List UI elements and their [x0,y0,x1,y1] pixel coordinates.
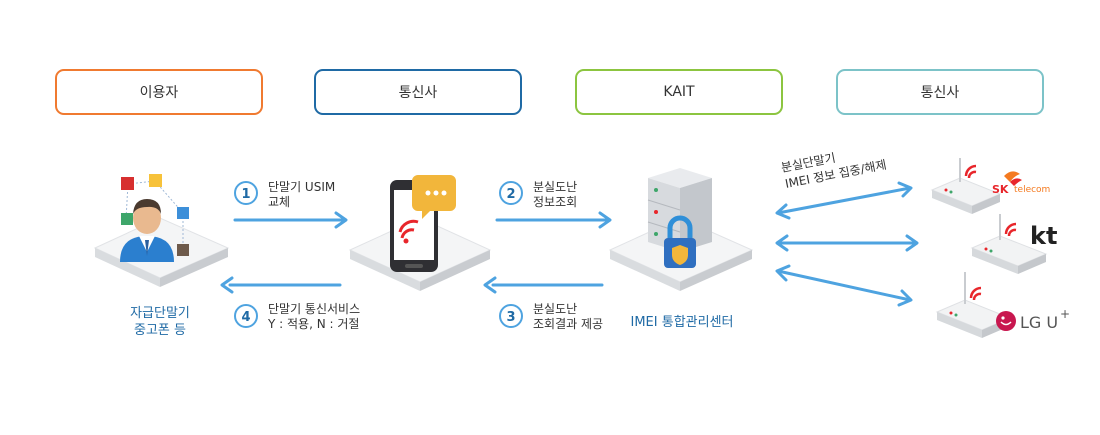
step-2-number: 2 [506,187,515,202]
arrow-step-3 [483,276,604,294]
arrow-step-4 [220,276,342,294]
arrow-step-1 [233,211,348,229]
step-badge-4: 4 [234,304,258,328]
step-4-line2: Y : 적용, N : 거절 [267,317,359,331]
step-2-line1: 분실도난 [533,180,577,194]
header-kait: KAIT [575,69,783,115]
step-3-line2: 조회결과 제공 [533,317,603,331]
header-user-label: 이용자 [139,85,179,101]
header-kait-label: KAIT [663,84,695,100]
arrow-center-kt [775,234,919,252]
step-2-line2: 정보조회 [533,195,577,209]
step-badge-1: 1 [234,181,258,205]
sk-telecom-logo: SK telecom [992,171,1050,196]
header-carrier-1: 통신사 [314,69,522,115]
kt-logo: kt [1030,222,1057,250]
step-badge-3: 3 [499,304,523,328]
header-user: 이용자 [55,69,263,115]
arrow-step-2 [495,211,612,229]
chat-bubble-icon [412,175,456,219]
step-1-number: 1 [241,187,250,202]
lock-icon [664,215,696,268]
step-1-line2: 교체 [268,195,290,209]
step-4-line1: 단말기 통신서비스 [268,302,360,316]
step-3-line1: 분실도난 [533,302,577,316]
header-carrier-2-label: 통신사 [920,85,960,101]
user-caption-2: 중고폰 등 [134,323,186,338]
router-sk [930,158,1002,214]
header-carrier-2: 통신사 [836,69,1044,115]
step-4-number: 4 [241,310,250,325]
user-caption-1: 자급단말기 [130,306,190,321]
header-carrier-1-label: 통신사 [398,85,438,101]
person-icon [120,199,174,262]
sk-logo-text: SK [992,183,1009,196]
arrow-center-lg [775,264,913,307]
lg-plus-text: + [1060,307,1070,321]
cube-icons [121,174,189,256]
step-3-number: 3 [506,310,515,325]
sk-telecom-text: telecom [1014,185,1050,195]
step-badge-2: 2 [499,181,523,205]
lg-uplus-logo: LG U + [996,307,1070,332]
arrow-center-sk [775,181,913,220]
lg-logo-text: LG U [1020,313,1058,332]
step-1-line1: 단말기 USIM [268,180,335,194]
router-kt [970,214,1048,274]
center-caption: IMEI 통합관리센터 [631,315,734,330]
